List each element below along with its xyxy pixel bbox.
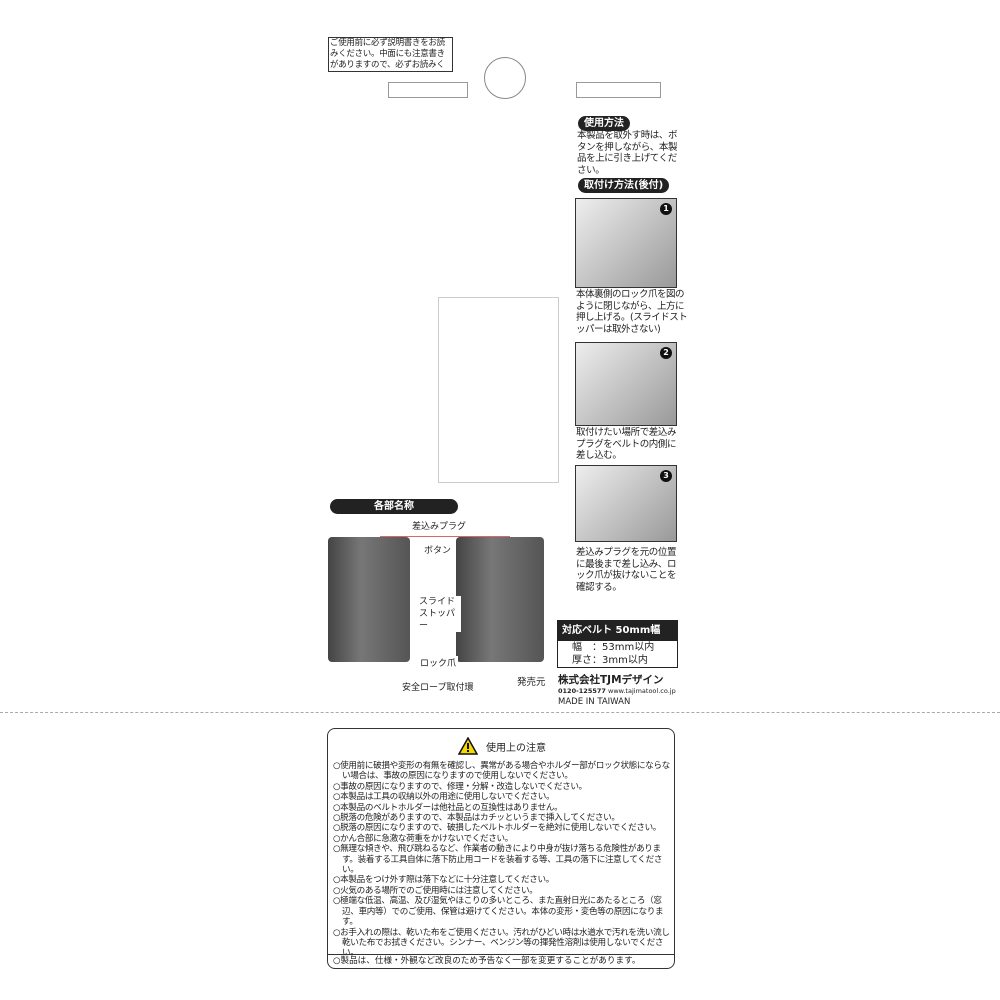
product-back-photo (456, 537, 544, 662)
step-2-photo: 2 (575, 342, 677, 426)
belt-title: 対応ベルト 50mm幅 (558, 621, 677, 641)
caution-item: ○使用前に破損や変形の有無を確認し、異常がある場合やホルダー部がロック状態になら… (333, 761, 670, 782)
step-3-text: 差込みプラグを元の位置に最後まで差し込み、ロック爪が抜けないことを確認する。 (576, 547, 677, 593)
belt-spec: 対応ベルト 50mm幅 幅 ：53mm以内 厚さ：3mm以内 (557, 620, 678, 668)
step-number: 2 (660, 347, 672, 359)
usage-text: 本製品を取外す時は、ボタンを押しながら、本製品を上に引き上げてください。 (577, 130, 678, 176)
warning-icon (458, 737, 478, 755)
step-number: 1 (660, 203, 672, 215)
leader-line (380, 536, 510, 537)
caution-item: ○脱落の原因になりますので、破損したベルトホルダーを絶対に使用しないでください。 (333, 823, 662, 834)
label-button: ボタン (422, 543, 454, 556)
step-3-photo: 3 (575, 465, 677, 542)
caution-footer: ○製品は、仕様・外観など改良のため予告なく一部を変更することがあります。 (328, 954, 674, 968)
step-1-text: 本体裏側のロック爪を図のように閉じながら、上方に押し上げる。(スライドストッパー… (576, 289, 688, 335)
install-title: 取付け方法(後付) (578, 178, 670, 193)
caution-item: ○無理な傾きや、飛び跳ねるなど、作業者の動きにより中身が抜け落ちる危険性がありま… (333, 844, 663, 876)
slot-left (388, 82, 468, 98)
step-number: 3 (660, 470, 672, 482)
label-plug: 差込みプラグ (410, 519, 469, 532)
caution-item: ○火気のある場所でのご使用時には注意してください。 (333, 885, 538, 896)
maker-label: 発売元 (517, 677, 546, 688)
label-slide-stopper: スライドストッパー (417, 596, 461, 632)
read-instructions-notice: ご使用前に必ず説明書きをお読みください。中面にも注意書きがありますので、必ずお読… (328, 37, 453, 72)
label-rope-ring: 安全ロープ取付環 (400, 680, 476, 693)
label-lock-claw: ロック爪 (418, 656, 459, 669)
caution-item: ○お手入れの際は、乾いた布をご使用ください。汚れがひどい時は水道水で汚れを洗い流… (333, 927, 670, 959)
caution-title: 使用上の注意 (486, 742, 546, 754)
caution-item: ○極端な低温、高温、及び湿気やほこりの多いところ、また直射日光にあたるところ（窓… (333, 896, 664, 928)
step-2-text: 取付けたい場所で差込みプラグをベルトの内側に差し込む。 (576, 427, 677, 461)
caution-item: ○かん合部に急激な荷重をかけないでください。 (333, 833, 514, 844)
caution-item: ○脱落の危険がありますので、本製品はカチッというまで挿入してください。 (333, 813, 620, 824)
parts-title: 各部名称 (330, 499, 458, 514)
usage-title: 使用方法 (578, 116, 630, 131)
belt-width: 幅 ：53mm以内 (572, 642, 655, 653)
maker-url: www.tajimatool.co.jp (608, 687, 676, 695)
slot-right (576, 82, 661, 98)
maker-company: 株式会社TJMデザイン (558, 674, 664, 686)
product-front-photo (328, 537, 410, 662)
maker-phone: 0120-125577 (558, 687, 606, 695)
caution-item: ○本製品は工具の収納以外の用途に使用しないでください。 (333, 792, 555, 803)
caution-item: ○本製品をつけ外す際は落下などに十分注意してください。 (333, 875, 554, 886)
caution-item: ○本製品のベルトホルダーは他社品との互換性はありません。 (333, 802, 563, 813)
caution-item: ○事故の原因になりますので、修理・分解・改造しないでください。 (333, 781, 587, 792)
hang-hole (484, 57, 526, 99)
caution-box: 使用上の注意 ○使用前に破損や変形の有無を確認し、異常がある場合やホルダー部がロ… (327, 728, 675, 969)
blank-window (438, 297, 559, 483)
step-1-photo: 1 (575, 198, 677, 288)
fold-line (0, 712, 1000, 713)
belt-thickness: 厚さ：3mm以内 (572, 655, 648, 666)
made-in: MADE IN TAIWAN (558, 697, 631, 707)
caution-list: ○使用前に破損や変形の有無を確認し、異常がある場合やホルダー部がロック状態になら… (333, 761, 671, 959)
